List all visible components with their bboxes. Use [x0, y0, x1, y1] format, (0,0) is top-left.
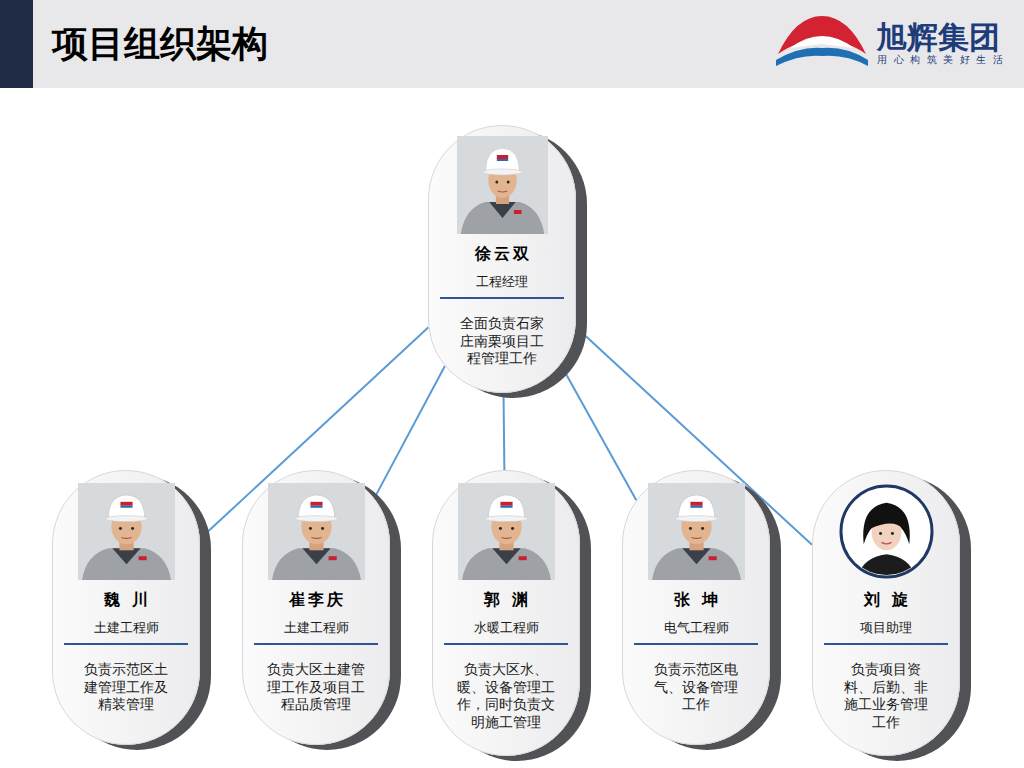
- duty-description: 负责示范区土建管理工作及精装管理: [81, 661, 171, 714]
- card-content: 魏 川土建工程师负责示范区土建管理工作及精装管理: [53, 471, 199, 714]
- org-card: 崔李庆土建工程师负责大区土建管理工作及项目工程品质管理: [242, 470, 390, 745]
- org-card: 郭 渊水暖工程师负责大区水、暖、设备管理工作，同时负责文明施工管理: [432, 470, 580, 756]
- org-connector: [576, 327, 812, 545]
- divider-line: [824, 643, 948, 645]
- portrait-photo: [457, 136, 548, 234]
- org-connector: [200, 327, 429, 539]
- company-logo: [776, 14, 868, 68]
- divider-line: [254, 643, 378, 645]
- portrait-photo: [458, 483, 555, 580]
- person-name: 刘 旋: [861, 590, 911, 610]
- accent-bar: [0, 0, 33, 88]
- portrait-photo: [78, 483, 175, 580]
- org-connector: [503, 393, 506, 470]
- duty-description: 全面负责石家庄南栗项目工程管理工作: [458, 315, 546, 368]
- card-content: 郭 渊水暖工程师负责大区水、暖、设备管理工作，同时负责文明施工管理: [433, 471, 579, 731]
- company-slogan: 用心构筑美好生活: [877, 53, 1009, 67]
- duty-description: 负责大区水、暖、设备管理工作，同时负责文明施工管理: [456, 661, 556, 731]
- org-card: 徐云双工程经理全面负责石家庄南栗项目工程管理工作: [428, 125, 576, 393]
- card-content: 崔李庆土建工程师负责大区土建管理工作及项目工程品质管理: [243, 471, 389, 714]
- divider-line: [444, 643, 568, 645]
- job-title: 项目助理: [860, 619, 912, 637]
- person-name: 郭 渊: [481, 590, 531, 610]
- card-content: 刘 旋项目助理负责项目资料、后勤、非施工业务管理工作: [813, 471, 959, 731]
- org-card: 刘 旋项目助理负责项目资料、后勤、非施工业务管理工作: [812, 470, 960, 756]
- divider-line: [64, 643, 188, 645]
- job-title: 土建工程师: [94, 619, 159, 637]
- portrait-photo: [838, 483, 935, 580]
- job-title: 水暖工程师: [474, 619, 539, 637]
- person-name: 徐云双: [472, 244, 532, 264]
- slide-title: 项目组织架构: [52, 20, 268, 69]
- duty-description: 负责示范区电气、设备管理工作: [651, 661, 741, 714]
- org-card: 魏 川土建工程师负责示范区土建管理工作及精装管理: [52, 470, 200, 745]
- duty-description: 负责项目资料、后勤、非施工业务管理工作: [841, 661, 931, 731]
- job-title: 工程经理: [476, 273, 528, 291]
- divider-line: [440, 297, 564, 299]
- job-title: 土建工程师: [284, 619, 349, 637]
- portrait-photo: [648, 483, 745, 580]
- card-content: 张 坤电气工程师负责示范区电气、设备管理工作: [623, 471, 769, 714]
- person-name: 张 坤: [671, 590, 721, 610]
- org-card: 张 坤电气工程师负责示范区电气、设备管理工作: [622, 470, 770, 745]
- duty-description: 负责大区土建管理工作及项目工程品质管理: [266, 661, 366, 714]
- person-name: 崔李庆: [286, 590, 346, 610]
- card-content: 徐云双工程经理全面负责石家庄南栗项目工程管理工作: [429, 126, 575, 368]
- divider-line: [634, 643, 758, 645]
- company-name: 旭辉集团: [876, 17, 1000, 59]
- job-title: 电气工程师: [664, 619, 729, 637]
- portrait-photo: [268, 483, 365, 580]
- org-connector: [561, 364, 637, 500]
- org-connector: [374, 366, 445, 498]
- person-name: 魏 川: [101, 590, 151, 610]
